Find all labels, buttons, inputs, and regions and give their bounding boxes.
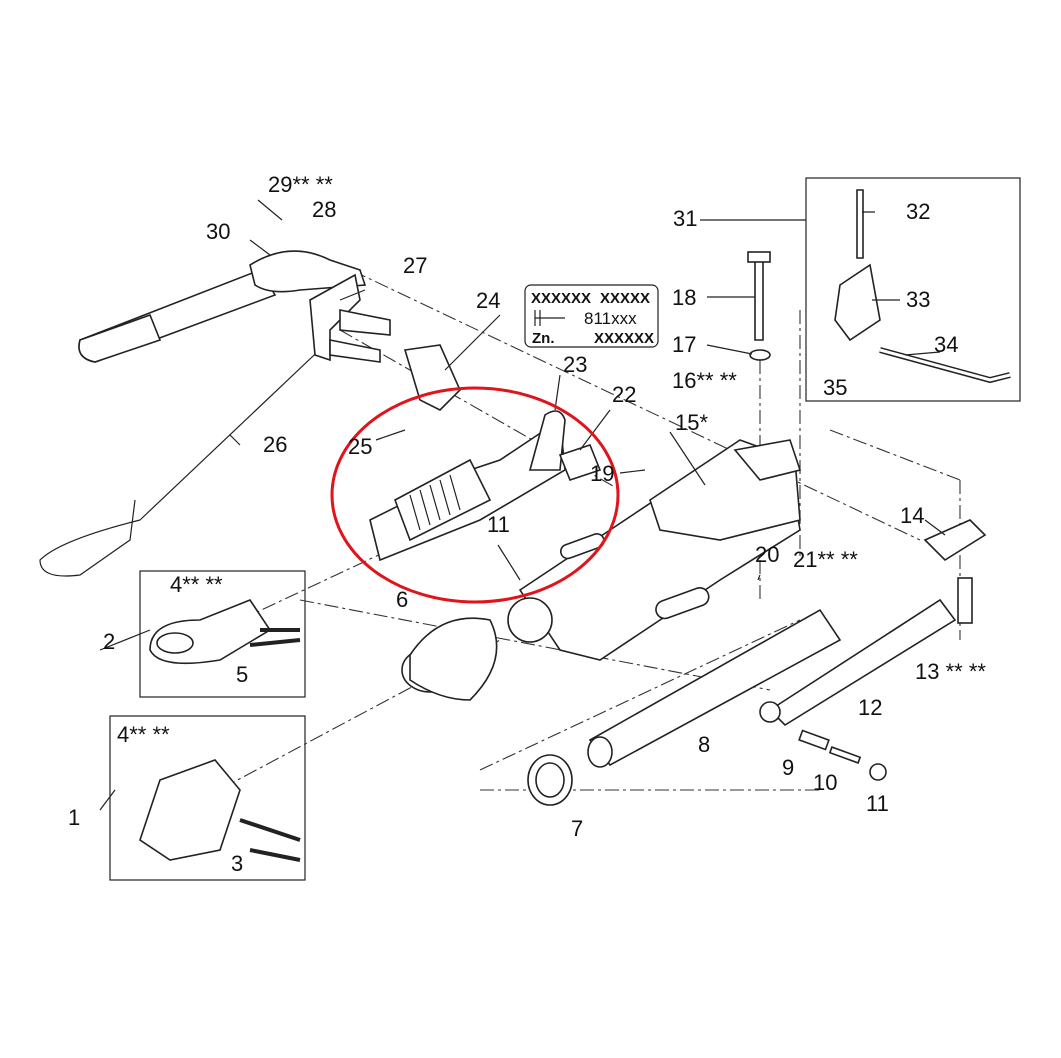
spring-assembly (369, 410, 602, 562)
callout-label: 27 (403, 253, 427, 278)
drawbar-frame-15 (518, 439, 802, 661)
pin-10 (828, 746, 862, 764)
plate-14 (923, 519, 987, 562)
cap-11 (869, 763, 887, 781)
callout-label: 20 (755, 542, 779, 567)
cable-26 (39, 339, 331, 577)
bracket-27 (309, 273, 361, 362)
callout-label: 11 (866, 791, 889, 816)
callout-label: 22 (612, 382, 636, 407)
callout-label: 24 (476, 288, 500, 313)
callout-label: 34 (934, 332, 958, 357)
callout-label: 16** ** (672, 368, 737, 393)
callout-label: 10 (813, 770, 837, 795)
bolt-32 (856, 189, 864, 259)
washer-17 (749, 349, 771, 361)
callout-label: 13 ** ** (915, 659, 986, 684)
damper-12 (768, 598, 957, 727)
callout-label: 14 (900, 503, 924, 528)
callout-label: 19 (590, 461, 614, 486)
callout-label: 4** ** (117, 722, 170, 747)
sleeve-13 (957, 577, 973, 624)
callout-label: 3 (231, 851, 243, 876)
callout-label: 28 (312, 197, 336, 222)
callout-label: 9 (782, 755, 794, 780)
callout-label: 26 (263, 432, 287, 457)
callout-label: 6 (396, 587, 408, 612)
callout-label: 25 (348, 434, 372, 459)
callout-label: 29** ** (268, 172, 333, 197)
id-plate: XXXXXX XXXXX 811xxx Zn. XXXXXX (524, 284, 659, 348)
plate-row3-left: Zn. (532, 330, 555, 347)
detail-box-1 (109, 715, 306, 881)
coupling-head-1 (139, 759, 241, 861)
callout-label: 4** ** (170, 572, 223, 597)
hand-lever-30 (78, 250, 367, 363)
plate-row3-right: XXXXXX (594, 330, 654, 347)
callout-label: 2 (103, 629, 115, 654)
pin-9 (798, 729, 830, 751)
highlight-circle (330, 386, 620, 604)
callout-label: 21** ** (793, 547, 858, 572)
callout-label: 30 (206, 219, 230, 244)
callout-label: 23 (563, 352, 587, 377)
bolt-18 (754, 257, 764, 341)
part-24 (403, 344, 461, 411)
callout-label: 11 (487, 512, 510, 537)
callout-label: 18 (672, 285, 696, 310)
callout-label: 17 (672, 332, 696, 357)
callout-label: 12 (858, 695, 882, 720)
plate-row1-right: XXXXX (600, 290, 650, 307)
detail-box-31 (805, 177, 1021, 402)
callout-label: 5 (236, 662, 248, 687)
callout-label: 31 (673, 206, 697, 231)
callout-label: 32 (906, 199, 930, 224)
callout-label: 33 (906, 287, 930, 312)
callout-label: 15* (675, 410, 708, 435)
callout-label: 35 (823, 375, 847, 400)
plate-row2: 811xxx (584, 309, 637, 328)
callout-label: 1 (68, 805, 80, 830)
bellows-6 (401, 597, 553, 701)
callout-label: 7 (571, 816, 583, 841)
bracket-33 (834, 263, 881, 342)
plate-row1-left: XXXXXX (531, 290, 591, 307)
towing-eye-2 (149, 599, 272, 665)
callout-label: 8 (698, 732, 710, 757)
